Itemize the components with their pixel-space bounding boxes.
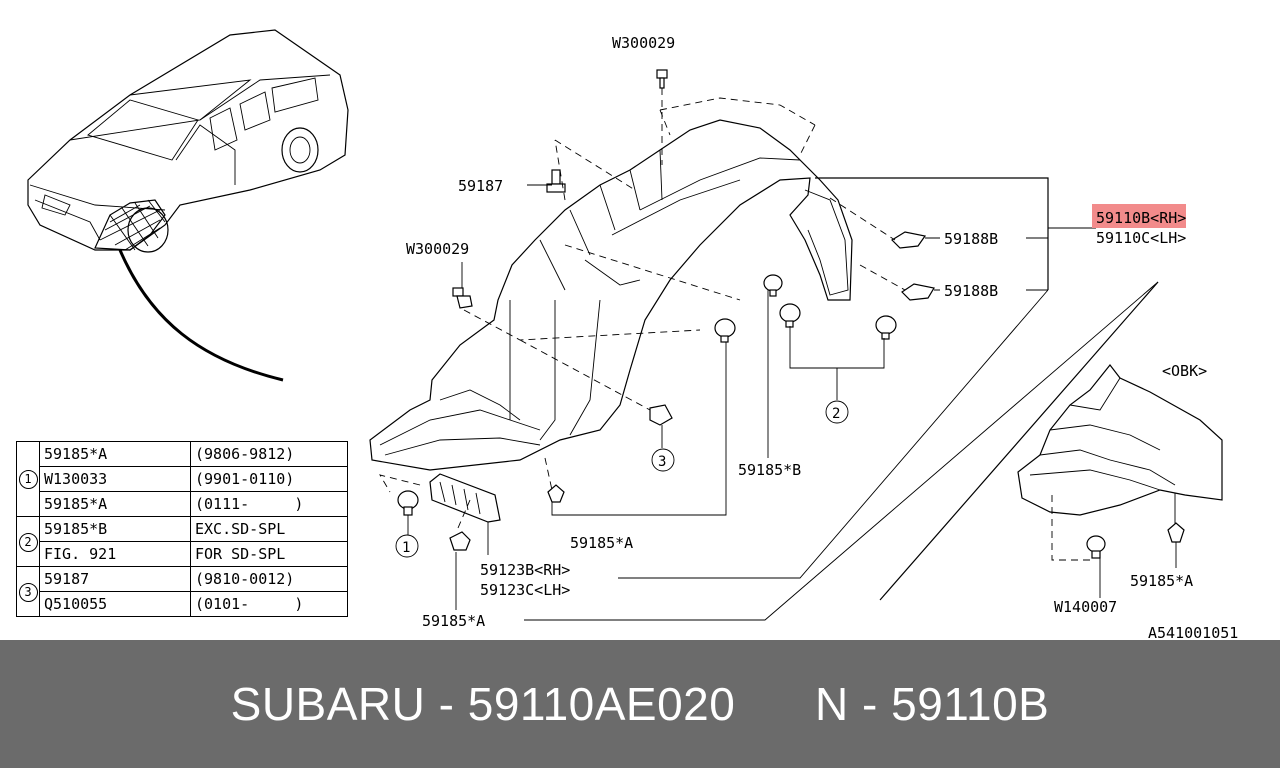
part-cell: FIG. 921 [39, 541, 191, 567]
table-row: 3 59187 (9810-0012) [16, 566, 348, 617]
label-w300029-top: W300029 [612, 34, 675, 52]
label-59123b-rh: 59123B<RH> [480, 561, 570, 579]
part-number-banner: SUBARU - 59110AE020 N - 59110B [0, 640, 1280, 768]
splash-shield-59123 [429, 473, 501, 523]
clip-ref1 [397, 490, 419, 516]
clip-59185a-right [1167, 522, 1185, 543]
screw-ref3 [649, 404, 673, 426]
svg-text:2: 2 [832, 406, 840, 422]
label-diagram-code: A541001051 [1148, 624, 1238, 640]
fitment-table: 1 59185*A (9806-9812) W130033 (9901-0110… [16, 441, 348, 617]
range-cell: (9810-0012) [190, 566, 348, 592]
range-cell: (0111- ) [190, 491, 348, 517]
leader-lines [379, 88, 1177, 621]
banner-spacer [735, 677, 815, 731]
part-cell: 59185*A [39, 441, 191, 467]
fastener-w140007 [1086, 535, 1106, 559]
callout-3: 3 [651, 448, 675, 472]
label-w300029-left: W300029 [406, 240, 469, 258]
part-cell: 59185*A [39, 491, 191, 517]
clip-59185a-bottom [449, 531, 471, 551]
table-row: FIG. 921 FOR SD-SPL [17, 541, 348, 567]
clip-top-center [714, 318, 736, 343]
fender-liner-59110b [369, 97, 853, 471]
label-59185b: 59185*B [738, 461, 801, 479]
callout-1: 1 [395, 534, 419, 558]
fastener-w300029-top [656, 69, 668, 89]
label-59185a-right: 59185*A [1130, 572, 1193, 590]
fastener-59187 [546, 169, 566, 193]
part-highlight [1092, 204, 1186, 228]
svg-text:1: 1 [402, 540, 410, 556]
svg-text:3: 3 [658, 454, 666, 470]
table-row: 1 59185*A (9806-9812) [16, 441, 348, 517]
clip-59185b-2 [779, 303, 801, 328]
car-illustration [27, 29, 349, 382]
clip-59188b-2 [901, 283, 935, 301]
table-row: Q510055 (0101- ) [17, 591, 348, 617]
label-59187: 59187 [458, 177, 503, 195]
label-59188b-1: 59188B [944, 230, 998, 248]
label-59185a-bottom: 59185*A [422, 612, 485, 630]
label-w140007: W140007 [1054, 598, 1117, 616]
obk-inset [879, 281, 1223, 601]
group-cell: 3 [16, 566, 40, 617]
label-59110b-rh[interactable]: 59110B<RH> [1096, 209, 1186, 227]
part-cell: W130033 [39, 466, 191, 492]
part-cell: Q510055 [39, 591, 191, 617]
clip-59185b-3 [875, 315, 897, 340]
range-cell: (9806-9812) [190, 441, 348, 467]
clip-59185b-1 [763, 274, 783, 297]
part-cell: 59187 [39, 566, 191, 592]
table-row: 2 59185*B EXC.SD-SPL [16, 516, 348, 567]
parts-diagram: W300029 59187 W300029 59188B 59188B 5911… [27, 29, 1238, 640]
clip-59188b-1 [891, 231, 927, 249]
label-obk: <OBK> [1162, 362, 1207, 380]
clip-59185a-center [547, 484, 565, 503]
range-cell: EXC.SD-SPL [190, 516, 348, 542]
label-59110c-lh: 59110C<LH> [1096, 229, 1186, 247]
brand-part-number: SUBARU - 59110AE020 [230, 678, 736, 730]
part-cell: 59185*B [39, 516, 191, 542]
group-cell: 1 [16, 441, 40, 517]
table-row: 59185*A (0111- ) [17, 491, 348, 517]
fastener-w300029-left [452, 287, 473, 309]
label-59185a-center: 59185*A [570, 534, 633, 552]
label-59123c-lh: 59123C<LH> [480, 581, 570, 599]
reference-part-number: N - 59110B [815, 678, 1050, 730]
label-59188b-2: 59188B [944, 282, 998, 300]
table-row: W130033 (9901-0110) [17, 466, 348, 492]
range-cell: (9901-0110) [190, 466, 348, 492]
callout-2: 2 [825, 400, 849, 424]
range-cell: (0101- ) [190, 591, 348, 617]
group-cell: 2 [16, 516, 40, 567]
range-cell: FOR SD-SPL [190, 541, 348, 567]
